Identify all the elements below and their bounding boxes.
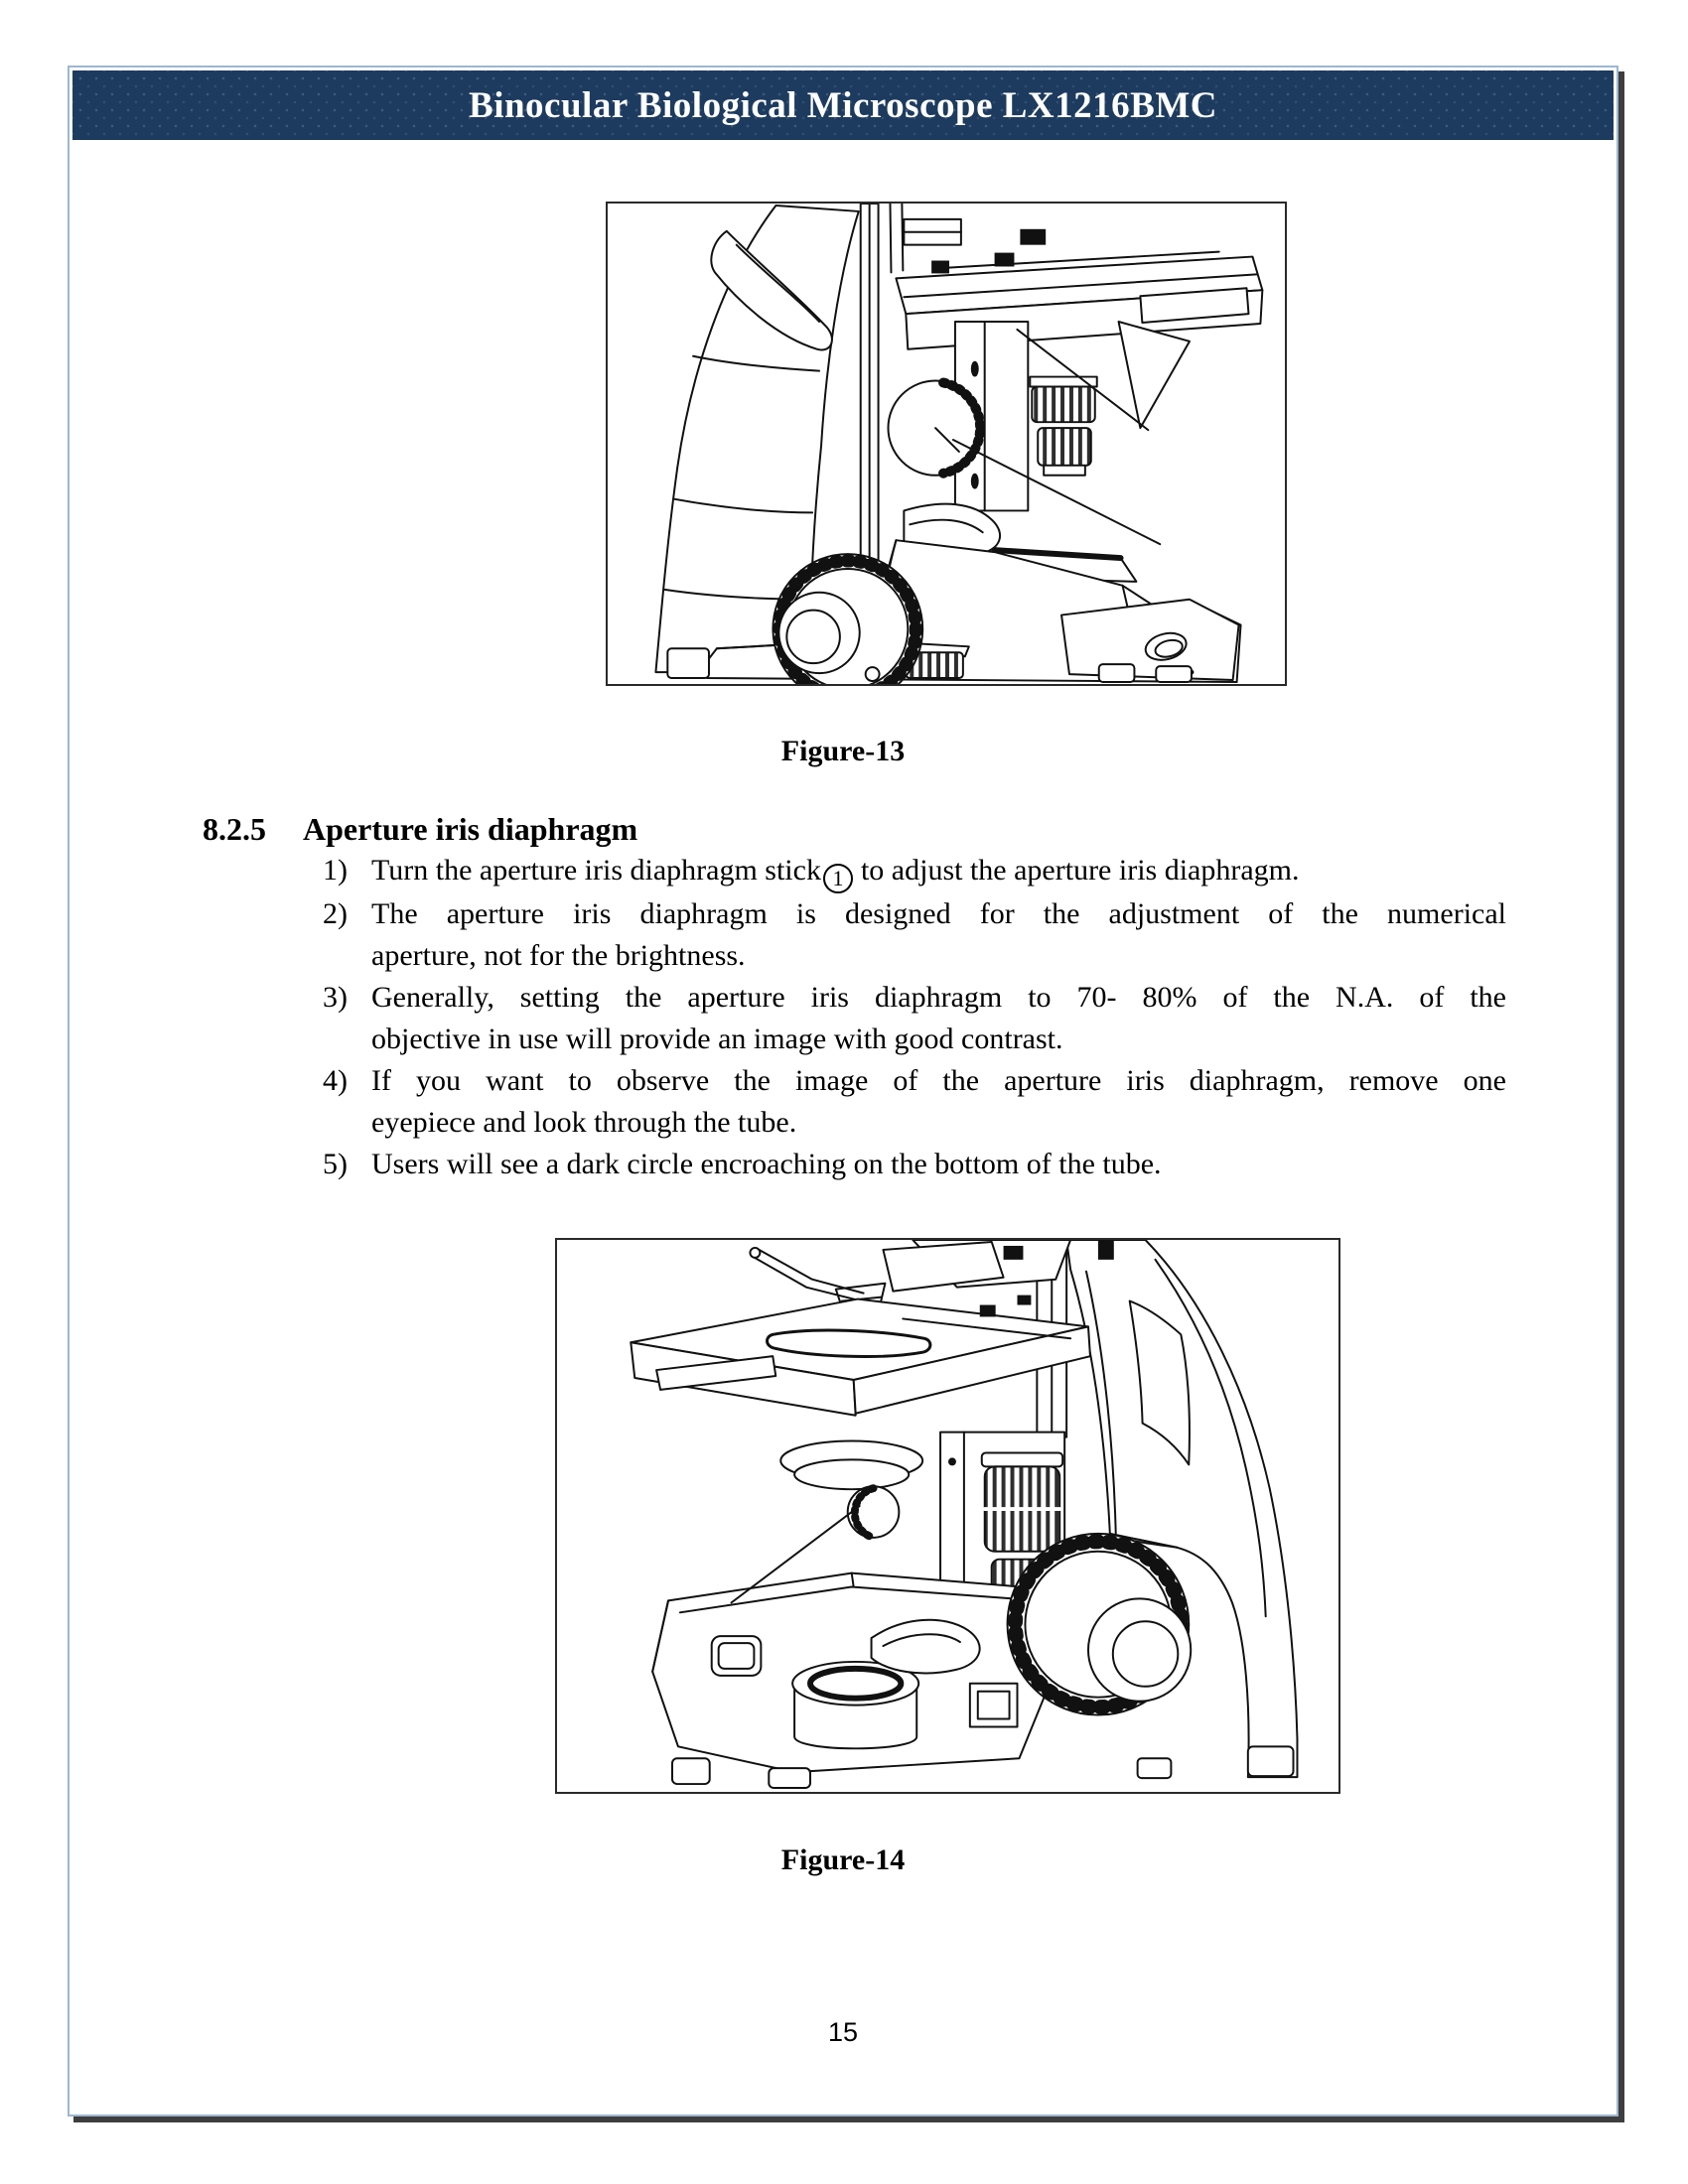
item-number: 1) <box>323 854 348 887</box>
figure-14-frame <box>555 1238 1340 1794</box>
microscope-three-quarter-view-drawing <box>630 1240 1299 1790</box>
numbered-list: 1) Turn the aperture iris diaphragm stic… <box>323 850 1506 1185</box>
item-text: If you want to observe the image of the … <box>371 1064 1506 1097</box>
section-title: Aperture iris diaphragm <box>303 811 638 847</box>
list-item: 1) Turn the aperture iris diaphragm stic… <box>323 850 1506 893</box>
section-number: 8.2.5 <box>203 811 266 847</box>
section-8-2-5: 8.2.5 Aperture iris diaphragm 1) Turn th… <box>203 808 1509 1185</box>
page-number: 15 <box>827 2017 859 2047</box>
coarse-focus-knob <box>1006 1532 1193 1716</box>
focus-rail <box>859 204 1047 628</box>
microscope-arm <box>1065 1240 1299 1779</box>
item-text: Users will see a dark circle encroaching… <box>371 1148 1162 1180</box>
section-heading: 8.2.5 Aperture iris diaphragm <box>203 808 1509 850</box>
item-number: 3) <box>323 981 348 1014</box>
filter-dial <box>887 377 985 478</box>
coarse-focus-knob <box>772 553 924 684</box>
circled-number-1: 1 <box>822 864 853 893</box>
header-bar: Binocular Biological Microscope LX1216BM… <box>72 70 1614 140</box>
item-text: The aperture iris diaphragm is designed … <box>371 897 1506 930</box>
substage-arm <box>903 502 1138 583</box>
collector-lens <box>791 1660 920 1750</box>
figure-13-caption: Figure-13 <box>780 735 906 767</box>
figure-13-frame <box>606 202 1287 686</box>
list-item: 5) Users will see a dark circle encroach… <box>323 1144 1506 1185</box>
page-border: Binocular Biological Microscope LX1216BM… <box>68 66 1618 2116</box>
list-item: 4) If you want to observe the image of t… <box>323 1060 1506 1144</box>
condenser <box>779 1439 924 1542</box>
substage-bracket <box>870 1618 981 1675</box>
list-item: 2) The aperture iris diaphragm is design… <box>323 893 1506 977</box>
feet <box>671 1745 1295 1790</box>
item-text: Generally, setting the aperture iris dia… <box>371 981 1506 1014</box>
microscope-side-view-drawing <box>654 204 1264 684</box>
item-number: 2) <box>323 897 348 930</box>
page-title: Binocular Biological Microscope LX1216BM… <box>469 84 1217 126</box>
leader-lines <box>951 328 1162 546</box>
stage <box>630 1295 1091 1417</box>
figure-14-caption: Figure-14 <box>780 1843 906 1876</box>
item-number: 4) <box>323 1064 348 1097</box>
item-text: eyepiece and look through the tube. <box>371 1106 797 1139</box>
leader-line <box>730 1505 861 1604</box>
item-text: aperture, not for the brightness. <box>371 939 746 972</box>
item-text: objective in use will provide an image w… <box>371 1023 1063 1055</box>
item-number: 5) <box>323 1148 348 1180</box>
list-item: 3) Generally, setting the aperture iris … <box>323 977 1506 1060</box>
condenser-bracket <box>953 321 1098 512</box>
